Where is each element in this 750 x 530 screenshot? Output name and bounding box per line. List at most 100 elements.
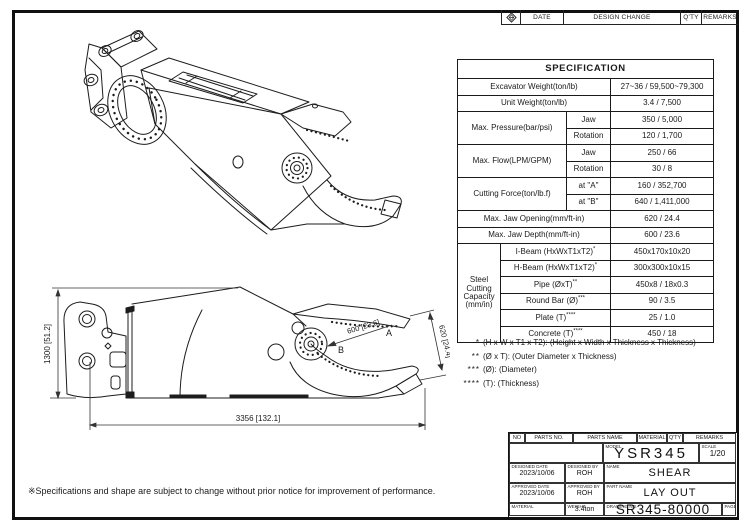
- revision-table: DATE DESIGN CHANGE Q'TY REMARKS: [501, 10, 738, 25]
- tb-col-material: MATERIAL: [637, 433, 667, 443]
- side-shear-body: [63, 286, 423, 399]
- spec-sublabel: I-Beam (HxWxT1xT2)*: [500, 243, 611, 261]
- disclaimer-note: ※Specifications and shape are subject to…: [28, 486, 436, 496]
- spec-label: Unit Weight(ton/lb): [457, 94, 611, 112]
- tb-model-cell: MODEL YSR345: [603, 443, 699, 463]
- steel-row-label: Plate (T): [535, 312, 567, 322]
- tb-approved-date-label: APPROVED DATE: [511, 484, 550, 489]
- tb-designed-date-label: DESIGNED DATE: [511, 464, 548, 469]
- table-row: Plate (T)**** 25 / 1.0: [458, 309, 715, 327]
- tb-weight-label: WEIGHT: [567, 504, 586, 509]
- drawing-no-value: SR345-80000: [615, 503, 711, 516]
- specification-table: SPECIFICATION Excavator Weight(ton/lb) 2…: [456, 59, 715, 343]
- spec-value: 450x8 / 18x0.3: [609, 276, 715, 294]
- revision-col-remarks: REMARKS: [701, 10, 738, 25]
- table-row: H-Beam (HxWxT1xT2)* 300x300x10x15: [458, 259, 715, 277]
- tb-approved-by-label: APPROVED BY: [567, 484, 600, 489]
- spec-value: 120 / 1,700: [609, 127, 715, 145]
- spec-value: 640 / 1,411,000: [609, 193, 715, 211]
- spec-value: 27~36 / 59,500~79,300: [609, 78, 715, 96]
- footnote-mark: ****: [573, 328, 583, 335]
- spec-steel-label: Steel Cutting Capacity (mm/in): [457, 243, 501, 343]
- tb-part-name-label: PART NAME: [606, 484, 633, 489]
- side-jaw-pivot: [294, 327, 328, 361]
- spec-value: 620 / 24.4: [609, 210, 715, 228]
- spec-sublabel: at "A": [566, 177, 611, 195]
- steel-row-label: Pipe (ØxT): [533, 279, 573, 289]
- footnote-mark: ****: [566, 311, 576, 318]
- tb-weight-cell: WEIGHT 3.4ton: [565, 503, 604, 516]
- table-row: Max. Flow(LPM/GPM) Jaw 250 / 66: [457, 144, 715, 178]
- tb-page-label: PAGE: [724, 504, 736, 509]
- tb-col-remarks: REMARKS: [683, 433, 736, 443]
- spec-value: 25 / 1.0: [609, 309, 715, 327]
- footnote-text: (T): (Thickness): [483, 378, 539, 388]
- footnote-mark: ***: [578, 295, 586, 302]
- iso-jaw-pivot: [281, 152, 313, 184]
- spec-value: 600 / 23.6: [609, 226, 715, 244]
- tb-designed-date-cell: DESIGNED DATE 2023/10/06: [509, 463, 565, 483]
- steel-row-label: H-Beam (HxWxT1xT2): [513, 263, 595, 273]
- revision-col-date: DATE: [520, 10, 563, 25]
- table-row: Max. Pressure(bar/psi) Jaw 350 / 5,000: [457, 111, 715, 145]
- sheet-border: [12, 10, 739, 520]
- tb-designed-by-cell: DESIGNED BY ROH: [565, 463, 604, 483]
- table-row: Max. Jaw Opening(mm/ft-in) 620 / 24.4: [457, 210, 715, 228]
- table-row: Pipe (ØxT)** 450x8 / 18x0.3: [458, 276, 715, 294]
- title-block: NO PARTS NO. PARTS NAME MATERIAL Q'TY RE…: [508, 432, 738, 518]
- tb-drawing-no-label: DRAWING NO.: [606, 504, 638, 509]
- name-value: SHEAR: [648, 467, 692, 479]
- dim-height-label: 1300 [51.2]: [43, 324, 52, 364]
- spec-value: 300x300x10x15: [609, 259, 715, 277]
- tb-part-name-cell: PART NAME LAY OUT: [604, 483, 736, 503]
- tb-approved-date-cell: APPROVED DATE 2023/10/06: [509, 483, 565, 503]
- spec-sublabel: Rotation: [566, 160, 611, 178]
- spec-label: Max. Jaw Depth(mm/ft-in): [457, 226, 611, 244]
- tb-scale-label: SCALE: [701, 444, 717, 449]
- isometric-view-drawing: [83, 30, 402, 235]
- table-row: at "B" 640 / 1,411,000: [458, 193, 715, 211]
- spec-label: Max. Jaw Opening(mm/ft-in): [457, 210, 611, 228]
- approved-date-value: 2023/10/06: [519, 489, 555, 497]
- steel-row-label: Concrete (T): [528, 329, 574, 339]
- side-view-drawing: 1300 [51.2] 3356 [132.1] 600 [23.6] 620 …: [43, 286, 450, 430]
- spec-label: Cutting Force(ton/lb.f): [457, 177, 567, 211]
- tb-col-no: NO: [509, 433, 525, 443]
- weight-value: 3.4ton: [574, 506, 595, 513]
- spec-value: 30 / 8: [609, 160, 715, 178]
- revision-mark-icon: [505, 12, 517, 23]
- designed-by-value: ROH: [576, 469, 593, 477]
- approved-by-value: ROH: [576, 489, 593, 497]
- spec-sublabel: Jaw: [566, 111, 611, 129]
- footnote-text: (Ø x T): (Outer Diameter x Thickness): [483, 351, 617, 361]
- spec-sublabel: Jaw: [566, 144, 611, 162]
- tb-model-label: MODEL: [605, 444, 622, 449]
- tb-col-qty: Q'TY: [667, 433, 683, 443]
- list-item: *(H x W x T1 x T2): (Height x Width x Th…: [458, 336, 728, 350]
- tb-approved-by-cell: APPROVED BY ROH: [565, 483, 604, 503]
- revision-col-design-change: DESIGN CHANGE: [563, 10, 680, 25]
- spec-value: 350 / 5,000: [609, 111, 715, 129]
- tb-designed-by-label: DESIGNED BY: [567, 464, 599, 469]
- iso-pin-bosses: [83, 30, 144, 117]
- spec-footnotes: *(H x W x T1 x T2): (Height x Width x Th…: [458, 336, 728, 390]
- spec-value: 250 / 66: [609, 144, 715, 162]
- footnote-mark: *: [594, 262, 598, 269]
- table-row: Concrete (T)**** 450 / 18: [458, 325, 715, 343]
- spec-sublabel: Plate (T)****: [500, 309, 611, 327]
- dim-jaw-opening-label: 620 [24.4]: [437, 324, 450, 359]
- list-item: **(Ø x T): (Outer Diameter x Thickness): [458, 350, 728, 364]
- table-row: Cutting Force(ton/lb.f) at "A" 160 / 352…: [457, 177, 715, 211]
- spec-sublabel: Rotation: [566, 127, 611, 145]
- footnote-text: (Ø): (Diameter): [483, 365, 537, 374]
- spec-sublabel: at "B": [566, 193, 611, 211]
- footnote-mark: **: [572, 278, 578, 285]
- spec-value: 450x170x10x20: [609, 243, 715, 261]
- spec-title: SPECIFICATION: [456, 59, 715, 79]
- iso-shear-body: [83, 30, 402, 235]
- tb-col-parts-no: PARTS NO.: [525, 433, 573, 443]
- footnote-mark: *: [475, 338, 480, 347]
- tb-scale-cell: SCALE 1/20: [699, 443, 736, 463]
- spec-sublabel: Concrete (T)****: [500, 325, 611, 343]
- spec-value: 3.4 / 7,500: [609, 94, 715, 112]
